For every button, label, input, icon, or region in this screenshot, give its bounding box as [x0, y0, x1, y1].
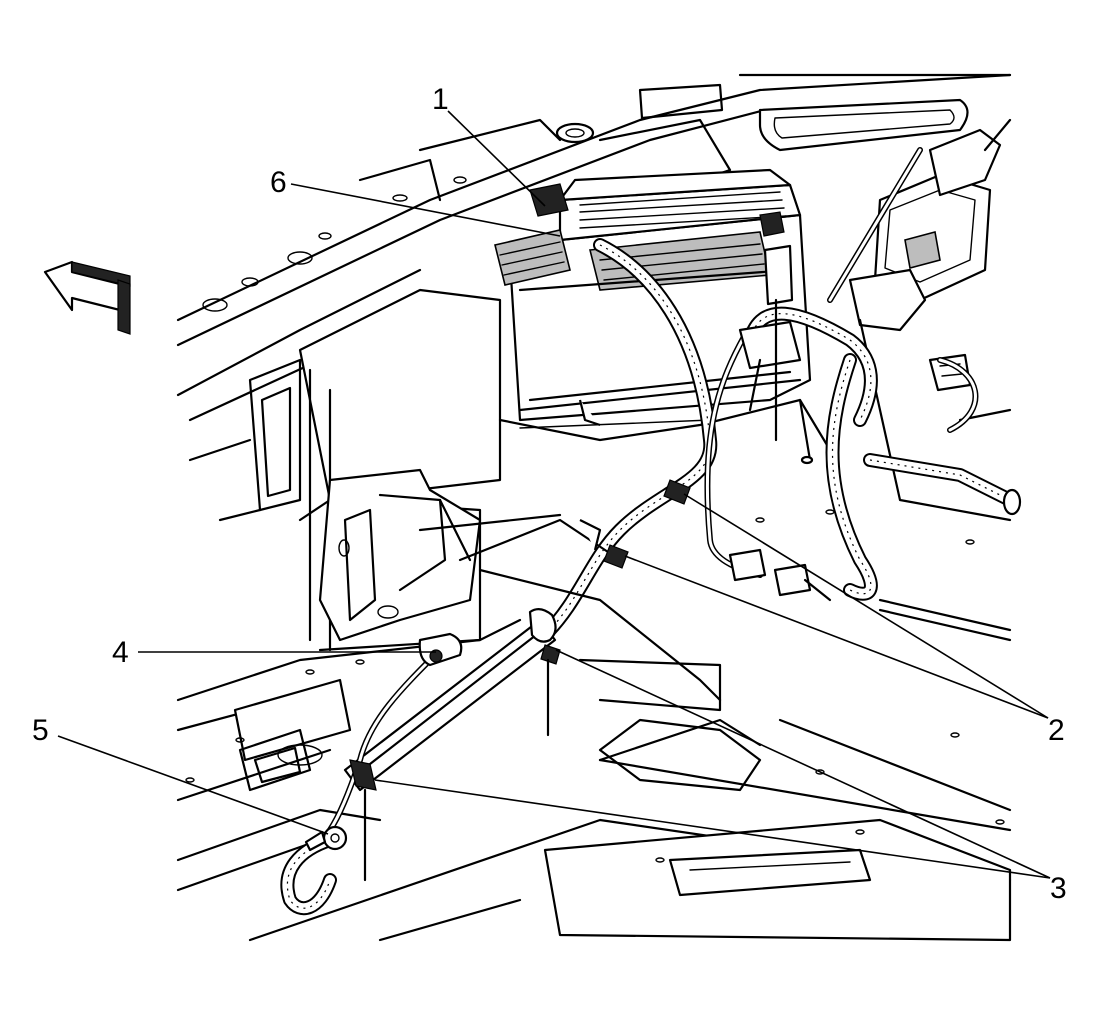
front-direction-arrow-icon	[43, 260, 131, 335]
callout-1: 1	[432, 83, 449, 116]
callout-labels: 1 2 3 4 5 6	[32, 83, 1067, 905]
harness-clips	[349, 358, 762, 882]
callout-6: 6	[270, 166, 287, 199]
frame-floor	[176, 509, 1012, 942]
ground-terminal	[304, 825, 348, 852]
callout-3: 3	[1050, 872, 1067, 905]
body-harness	[863, 453, 1022, 516]
engine-harness	[538, 147, 979, 642]
electrical-center-module	[848, 118, 1012, 632]
leader-lines	[57, 110, 1051, 879]
ground-bolt	[418, 632, 463, 667]
ground-cable	[280, 647, 443, 916]
positive-battery-cable-conduit	[343, 608, 557, 792]
callout-2: 2	[1048, 714, 1065, 747]
callout-4: 4	[112, 636, 129, 669]
battery	[494, 168, 832, 452]
callout-5: 5	[32, 714, 49, 747]
battery-tray-support	[188, 288, 502, 652]
